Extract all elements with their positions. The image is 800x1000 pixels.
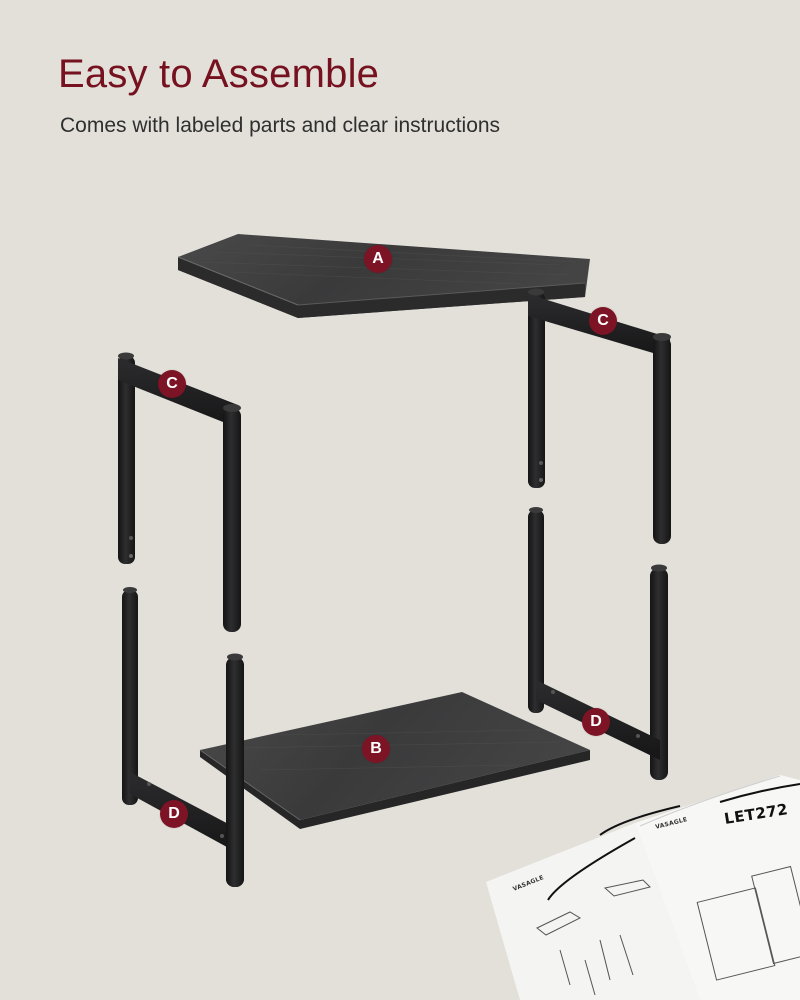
- part-label-b: B: [362, 735, 390, 763]
- page-title: Easy to Assemble: [58, 52, 380, 96]
- part-label-a: A: [364, 245, 392, 273]
- part-label-c-left: C: [158, 370, 186, 398]
- part-label-d-left: D: [160, 800, 188, 828]
- leg-front: [226, 700, 244, 887]
- part-label-c-right: C: [589, 307, 617, 335]
- top-panel-a: [177, 234, 590, 318]
- part-label-d-right: D: [582, 708, 610, 736]
- bottom-panel-b: [199, 692, 590, 829]
- lower-frame-d-left: [122, 587, 244, 887]
- instruction-manual: [486, 775, 800, 1000]
- page-subtitle: Comes with labeled parts and clear instr…: [60, 114, 501, 137]
